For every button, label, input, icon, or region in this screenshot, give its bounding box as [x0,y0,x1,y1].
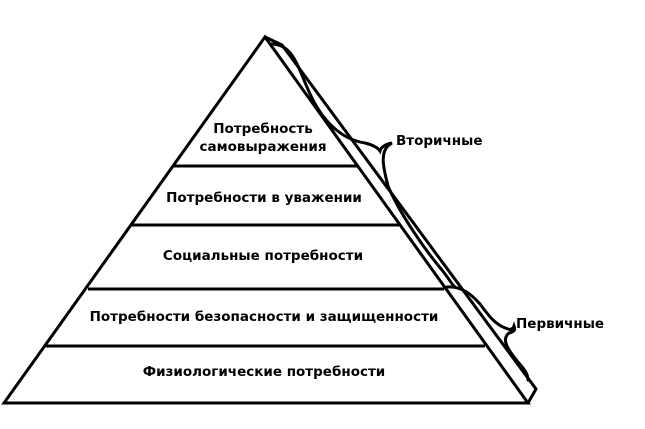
pyramid-side-face [264,35,538,404]
primary-brace [445,285,530,382]
level-2-label: Потребности в уважении [166,190,362,206]
level-1-label-line-2: самовыражения [200,139,327,155]
level-5-label: Физиологические потребности [143,364,386,380]
level-1-label-line-1: Потребность [213,121,313,137]
primary-group-label: Первичные [516,316,604,332]
level-4-label: Потребности безопасности и защищенности [90,309,439,325]
pyramid-outline [1,34,531,405]
level-3-label: Социальные потребности [163,248,363,264]
secondary-brace [269,42,457,289]
secondary-group-label: Вторичные [396,133,482,149]
